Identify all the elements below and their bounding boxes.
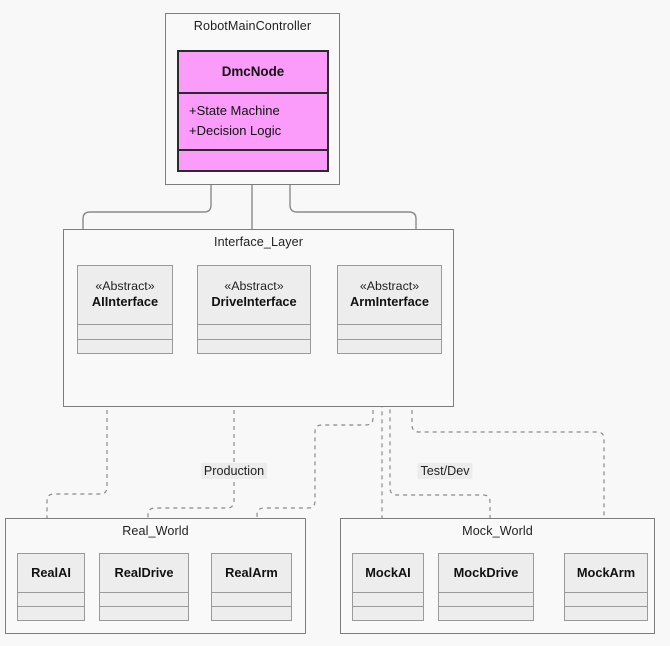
class-name-realarm: RealArm [225,564,278,580]
attribute-state-machine: +State Machine [189,103,280,118]
class-box-arminterface[interactable]: «Abstract» ArmInterface [337,265,442,354]
class-name-aiinterface: AIInterface [91,294,159,310]
class-name-mockarm: MockArm [576,564,636,580]
class-header-realarm: RealArm [212,554,291,592]
class-name-mockai: MockAI [365,564,411,580]
class-attributes-aiinterface [78,324,172,339]
package-title-robot-main-controller: RobotMainController [193,19,312,33]
class-header-mockai: MockAI [353,554,423,592]
class-box-aiinterface[interactable]: «Abstract» AIInterface [77,265,173,354]
class-box-realdrive[interactable]: RealDrive [99,553,189,621]
class-header-realai: RealAI [18,554,84,592]
class-attributes-arminterface [338,324,441,339]
package-robot-main-controller[interactable]: RobotMainController DmcNode +State Machi… [165,13,340,185]
stereotype-driveinterface: «Abstract» [224,278,284,293]
class-operations-mockai [353,606,423,620]
package-interface-layer[interactable]: Interface_Layer «Abstract» AIInterface «… [63,229,454,407]
class-header-mockdrive: MockDrive [439,554,533,592]
class-header-realdrive: RealDrive [100,554,188,592]
class-name-realai: RealAI [31,564,71,580]
class-attributes-mockai [353,592,423,606]
class-box-dmcnode[interactable]: DmcNode +State Machine +Decision Logic [177,50,329,172]
class-box-mockarm[interactable]: MockArm [564,553,648,621]
stereotype-arminterface: «Abstract» [359,278,420,293]
class-name-driveinterface: DriveInterface [211,294,297,310]
edge-label-production: Production [200,463,268,479]
class-header-aiinterface: «Abstract» AIInterface [78,266,172,324]
class-attributes-dmcnode: +State Machine +Decision Logic [179,92,327,149]
class-header-mockarm: MockArm [565,554,647,592]
class-box-driveinterface[interactable]: «Abstract» DriveInterface [197,265,311,354]
attribute-decision-logic: +Decision Logic [189,122,282,138]
package-mock-world[interactable]: Mock_World MockAI MockDrive MockArm [340,518,655,634]
package-real-world[interactable]: Real_World RealAI RealDrive RealArm [5,518,306,634]
class-attributes-realarm [212,592,291,606]
class-operations-realai [18,606,84,620]
class-name-mockdrive: MockDrive [453,564,519,580]
class-operations-driveinterface [198,339,310,355]
class-box-mockai[interactable]: MockAI [352,553,424,621]
class-operations-realdrive [100,606,188,620]
edge-label-test-dev: Test/Dev [417,463,473,479]
package-title-mock-world: Mock_World [462,524,533,538]
class-operations-mockdrive [439,606,533,620]
class-attributes-mockarm [565,592,647,606]
stereotype-aiinterface: «Abstract» [95,278,155,293]
class-attributes-realdrive [100,592,188,606]
class-attributes-realai [18,592,84,606]
package-title-interface-layer: Interface_Layer [213,235,303,249]
class-box-realarm[interactable]: RealArm [211,553,292,621]
class-operations-realarm [212,606,291,620]
class-operations-aiinterface [78,339,172,355]
class-attributes-driveinterface [198,324,310,339]
class-name-realdrive: RealDrive [114,564,174,580]
class-name-dmcnode: DmcNode [221,64,285,80]
package-title-real-world: Real_World [122,524,189,538]
class-box-realai[interactable]: RealAI [17,553,85,621]
class-header-arminterface: «Abstract» ArmInterface [338,266,441,324]
class-operations-arminterface [338,339,441,355]
class-name-arminterface: ArmInterface [350,294,429,310]
class-operations-mockarm [565,606,647,620]
class-attributes-mockdrive [439,592,533,606]
class-header-driveinterface: «Abstract» DriveInterface [198,266,310,324]
class-operations-dmcnode [179,149,327,170]
class-box-mockdrive[interactable]: MockDrive [438,553,534,621]
class-header-dmcnode: DmcNode [179,52,327,92]
